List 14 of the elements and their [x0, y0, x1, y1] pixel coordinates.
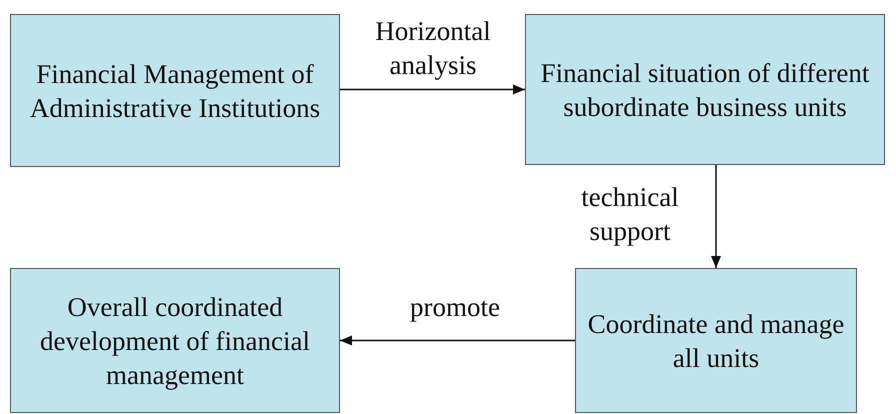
- process-box: [10, 268, 340, 413]
- node-text: Overall coordinated development of financial management: [39, 290, 311, 392]
- process-box: [10, 14, 340, 167]
- node-text: Financial situation of different subordinate business units: [540, 56, 870, 124]
- process-box: [525, 14, 885, 165]
- edge-label: Horizontal analysis: [374, 15, 492, 82]
- arrow: [711, 165, 721, 268]
- node-text: Financial Management of Administrative Institutions: [28, 58, 322, 124]
- node-text: Coordinate and manage all units: [586, 308, 846, 374]
- arrow: [340, 84, 525, 94]
- edge-label: technical support: [580, 181, 680, 248]
- edge-label: promote: [409, 291, 501, 324]
- process-box: [575, 268, 857, 413]
- arrow: [340, 336, 575, 346]
